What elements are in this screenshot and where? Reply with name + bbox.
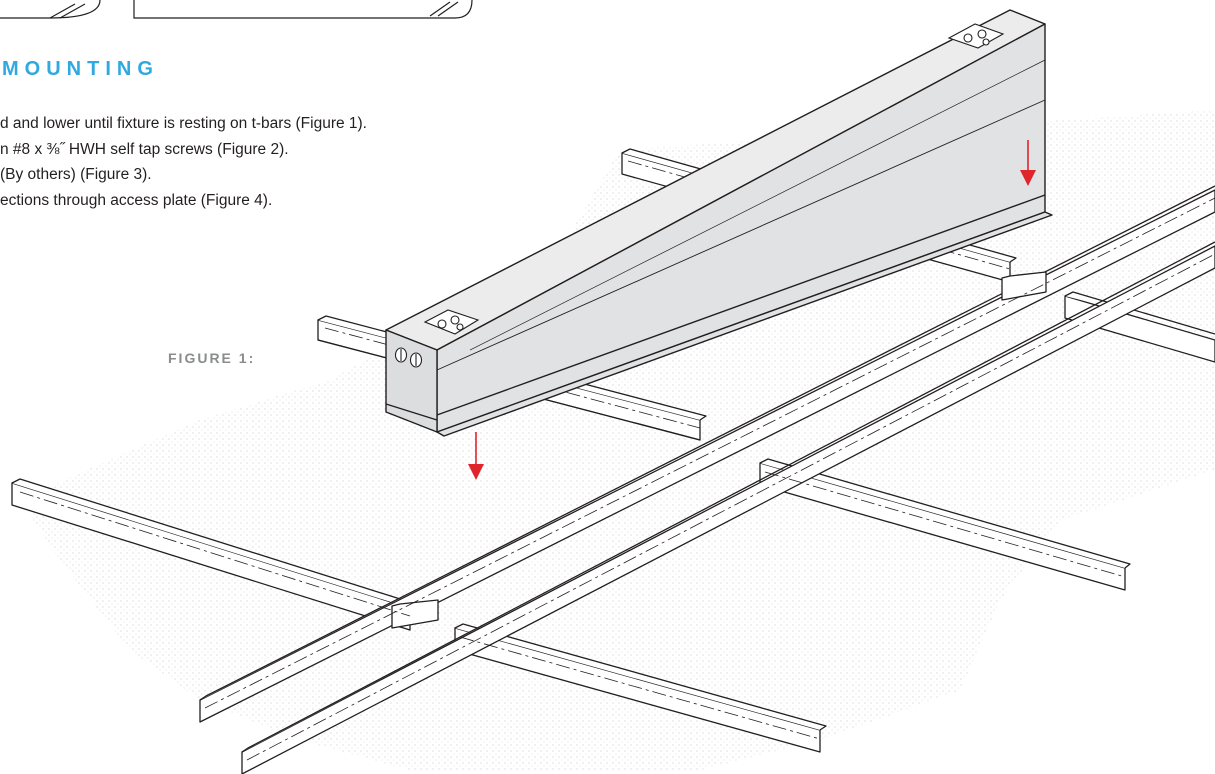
instruction-step: d and lower until fixture is resting on … [0, 115, 367, 132]
instruction-step: ections through access plate (Figure 4). [0, 191, 273, 209]
section-heading: MOUNTING [2, 58, 159, 80]
access-plate-icon [423, 23, 1005, 335]
down-arrow-icon [468, 140, 1036, 480]
instruction-step: (By others) (Figure 3). [0, 166, 152, 183]
ceiling-tile-area [20, 110, 1215, 770]
figure-label: FIGURE 1: [168, 350, 256, 366]
runner-clip-right [1001, 271, 1047, 301]
instruction-step: n #8 x ⅜˝ HWH self tap screws (Figure 2)… [0, 140, 289, 158]
terminal-screw-icon [394, 347, 423, 368]
main-runner-lower [241, 245, 1215, 774]
main-runner-upper [199, 189, 1215, 723]
runner-clip-left [391, 599, 439, 629]
cropped-figure-thumbnails [0, 0, 473, 19]
fixture-housing [385, 9, 1053, 437]
cross-tee-middle [759, 462, 1126, 591]
instruction-list: d and lower until fixture is resting on … [0, 111, 367, 213]
